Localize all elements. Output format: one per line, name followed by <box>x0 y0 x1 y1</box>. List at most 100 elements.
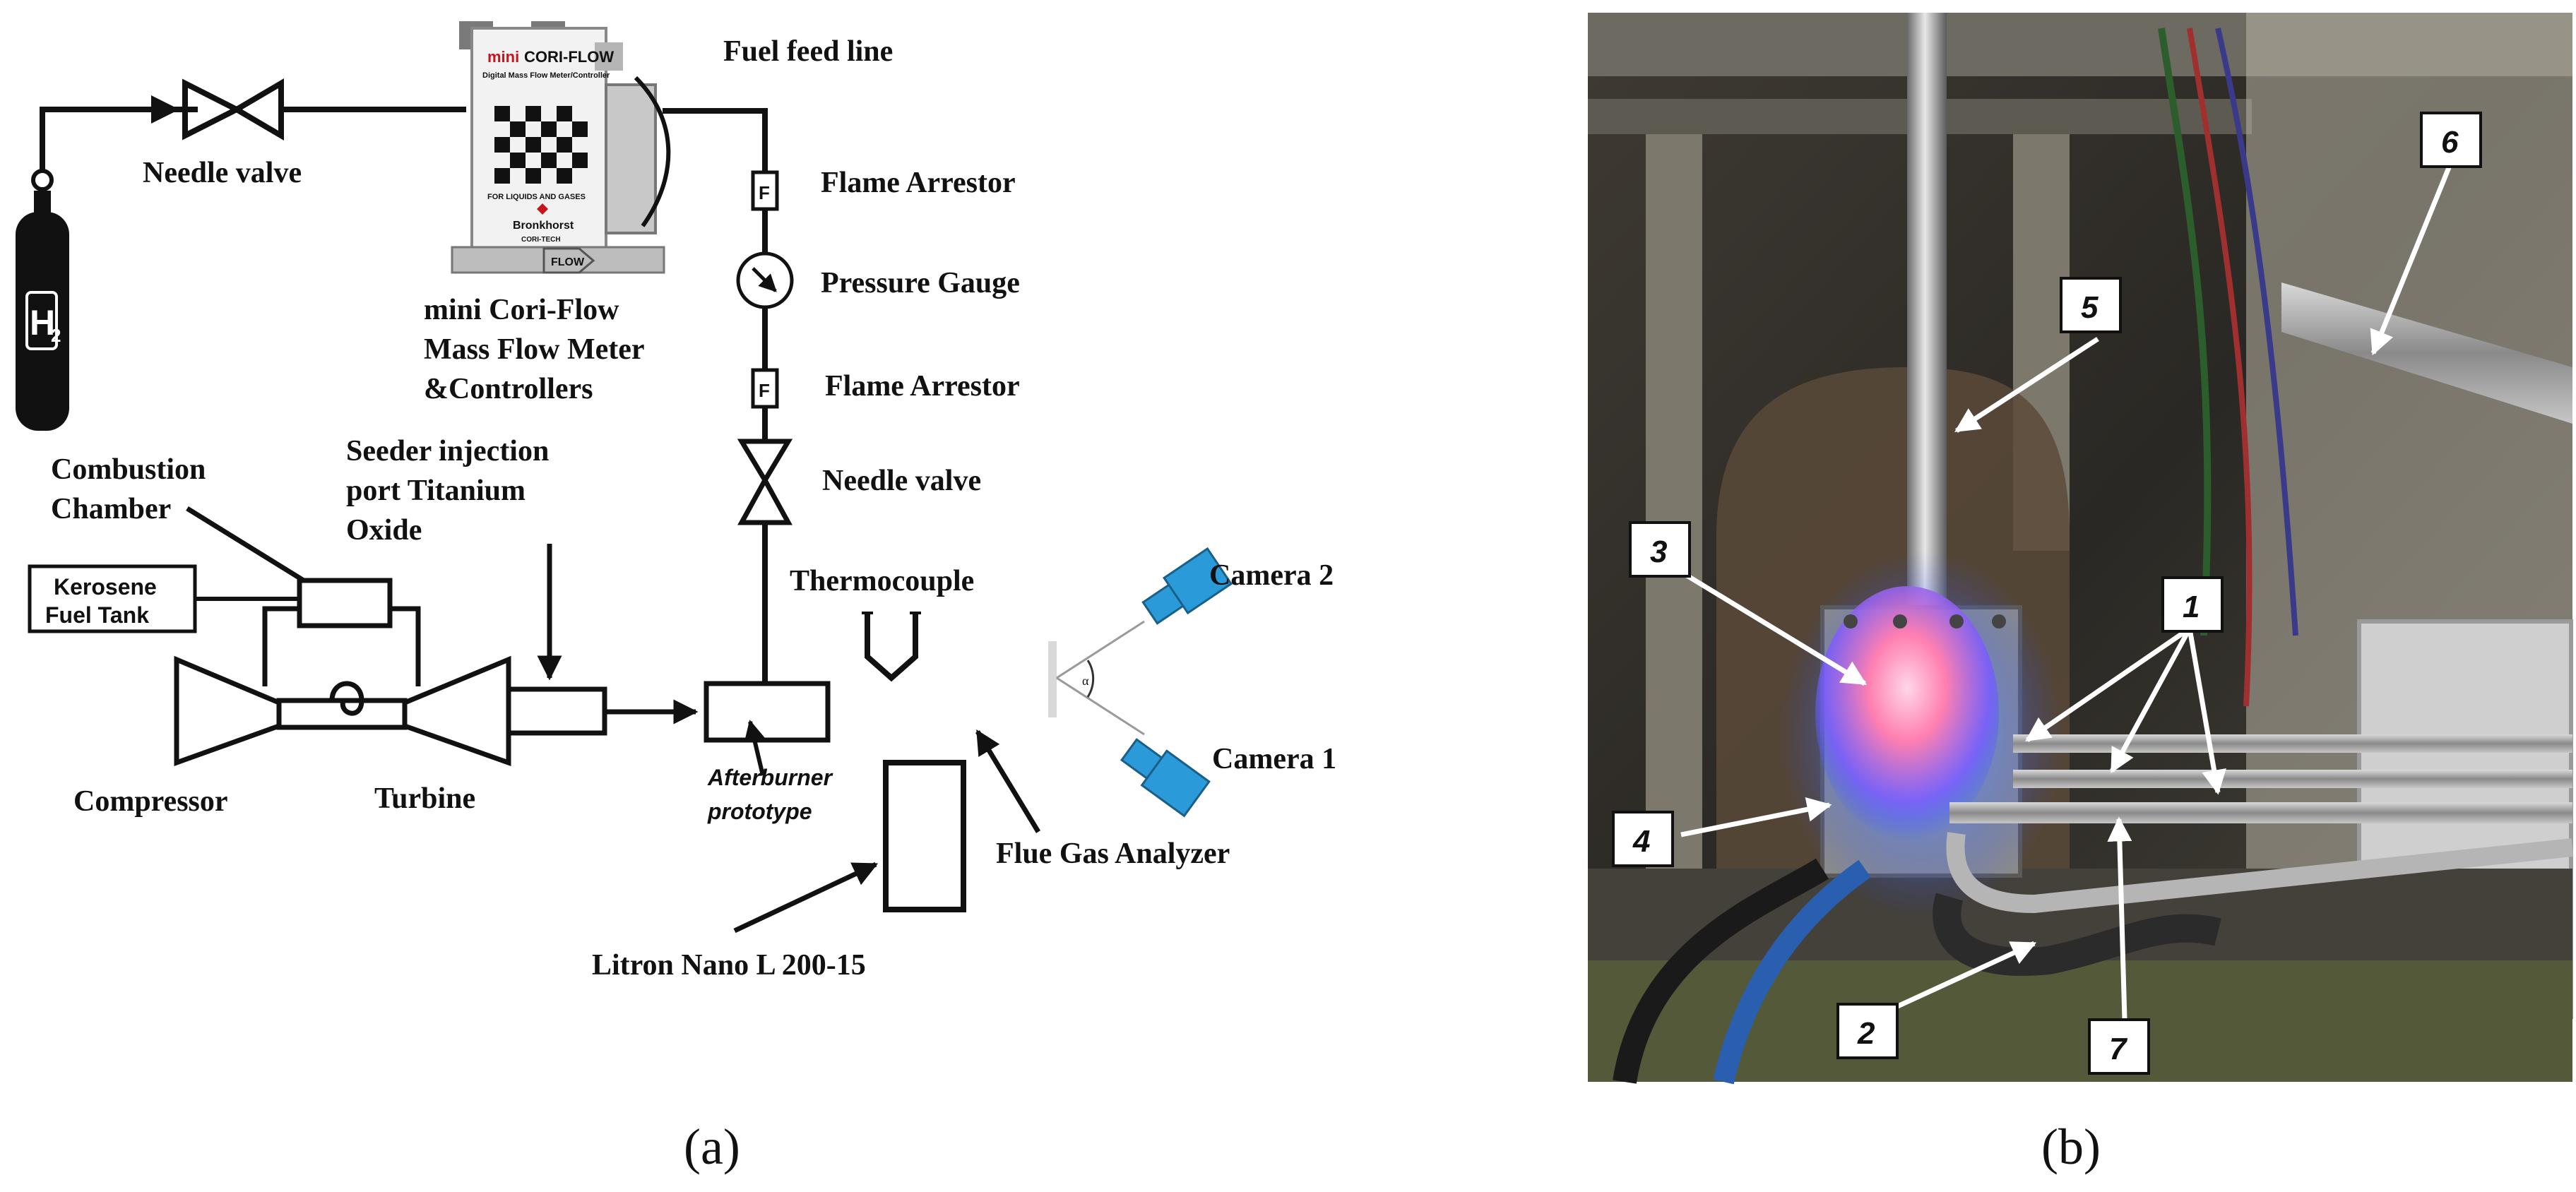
h2-cylinder: H 2 <box>16 169 69 431</box>
device-cori-tech: CORI-TECH <box>521 236 561 244</box>
meter-label-line3: &Controllers <box>424 373 593 405</box>
afterburner-label-line2: prototype <box>707 799 812 824</box>
kerosene-label-line1: Kerosene <box>54 574 157 600</box>
callout-2-label: 2 <box>1857 1016 1875 1051</box>
callout-box-6: 6 <box>2420 112 2482 168</box>
photo-bolt-4 <box>1992 614 2006 628</box>
meter-label-line1: mini Cori-Flow <box>424 294 619 326</box>
flame-arrestor-2-label: Flame Arrestor <box>825 370 1020 403</box>
photo-blue-hose <box>1713 859 1871 1085</box>
turbine <box>402 655 511 766</box>
flame-arrestor-1: F <box>751 170 779 211</box>
camera-1-label: Camera 1 <box>1212 743 1336 775</box>
callout-1-arrow-a <box>2025 626 2191 742</box>
panel-b-caption: (b) <box>2041 1119 2101 1175</box>
photo-bolt-1 <box>1844 614 1858 628</box>
fuel-feed-line <box>663 108 768 657</box>
photo-probe-1 <box>2013 734 2572 753</box>
callout-2-arrow <box>1892 941 2037 1011</box>
needle-valve-top <box>182 78 284 141</box>
afterburner-label-line1: Afterburner <box>707 765 833 790</box>
callout-4-arrow <box>1680 797 1832 838</box>
callout-7-label: 7 <box>2109 1032 2128 1066</box>
photo-diagonal-pipe <box>2281 282 2572 424</box>
photo-curved-pipe <box>1946 832 2574 914</box>
device-subtitle: Digital Mass Flow Meter/Controller <box>482 71 610 80</box>
flue-gas-arrow <box>975 729 1040 833</box>
chamber-to-turbine <box>390 606 421 686</box>
callout-box-7: 7 <box>2088 1018 2150 1075</box>
callout-7-arrow <box>2107 816 2132 1020</box>
kerosene-tank <box>28 564 197 633</box>
needle-valve-2-label: Needle valve <box>822 465 981 497</box>
device-brand-name: CORI-FLOW <box>524 48 614 66</box>
afterburner-arrow <box>744 720 765 776</box>
litron-arrow <box>733 862 879 934</box>
photo-probe-3 <box>1949 802 2572 823</box>
shaft-coupling <box>329 681 364 716</box>
device-checker-pattern <box>494 106 588 184</box>
callout-1-label: 1 <box>2183 590 2200 624</box>
panel-b-photo: 1 2 3 4 5 6 7 (b) <box>1588 13 2574 1175</box>
compressor-label: Compressor <box>73 785 228 818</box>
callout-5-arrow <box>1954 337 2099 433</box>
camera-angle-mark: α <box>1082 674 1089 688</box>
arrestor-1-mark: F <box>759 182 770 203</box>
combustion-label-line2: Chamber <box>51 493 171 525</box>
h2-symbol: H <box>30 303 55 342</box>
callout-5-label: 5 <box>2081 290 2099 325</box>
callout-box-2: 2 <box>1836 1003 1899 1059</box>
chamber-to-compressor <box>262 606 299 686</box>
photo-thermocouple-lead <box>1933 893 2221 976</box>
callout-box-4: 4 <box>1612 811 1674 867</box>
photo-wire-1 <box>2158 28 2212 636</box>
photo-black-hose <box>1613 858 1829 1084</box>
camera-2 <box>1141 547 1233 625</box>
litron-label: Litron Nano L 200-15 <box>592 949 866 982</box>
callout-3-label: 3 <box>1650 535 1667 569</box>
pressure-gauge <box>736 251 794 309</box>
photo-flame <box>1815 586 1999 840</box>
meter-label-line2: Mass Flow Meter <box>424 333 645 366</box>
combustion-chamber <box>297 578 393 628</box>
device-brand-mini: mini <box>487 48 519 66</box>
flue-gas-label: Flue Gas Analyzer <box>996 838 1230 870</box>
device-flow-text: FLOW <box>551 256 585 268</box>
panel-a-schematic: H 2 Needle valve mini CORI-FLOW Digital … <box>16 21 1336 1175</box>
camera-rig: α <box>1048 620 1145 736</box>
turbine-label: Turbine <box>374 782 475 815</box>
litron-laser <box>883 760 966 912</box>
h2-subscript: 2 <box>51 325 61 346</box>
callout-6-label: 6 <box>2441 125 2459 160</box>
kerosene-label-line2: Fuel Tank <box>45 602 149 628</box>
combustion-label-line1: Combustion <box>51 453 206 486</box>
pressure-gauge-label: Pressure Gauge <box>821 267 1020 299</box>
photo-left-post <box>1646 113 1702 876</box>
photo-wire-2 <box>2187 28 2252 707</box>
photo-wire-3 <box>2215 28 2298 636</box>
seeder-port <box>506 686 607 736</box>
arrestor-2-mark: F <box>759 380 770 401</box>
callout-4-label: 4 <box>1632 824 1650 859</box>
seeder-label-line2: port Titanium <box>346 475 526 507</box>
callout-box-3: 3 <box>1629 521 1691 578</box>
photo-bolt-2 <box>1893 614 1907 628</box>
afterburner-prototype <box>704 681 831 743</box>
fuel-feed-line-label: Fuel feed line <box>723 35 893 68</box>
flame-arrestor-1-label: Flame Arrestor <box>821 167 1016 199</box>
device-liquids-gases: FOR LIQUIDS AND GASES <box>487 193 586 201</box>
callout-1-arrow-c <box>2187 628 2226 795</box>
photo-vertical-pipe <box>1907 13 1947 627</box>
callout-6-arrow <box>2370 161 2454 356</box>
camera-1 <box>1120 738 1211 818</box>
panel-a-caption: (a) <box>684 1119 740 1175</box>
photo-bolt-3 <box>1949 614 1964 628</box>
seeder-label-line3: Oxide <box>346 514 422 547</box>
seeder-label-line1: Seeder injection <box>346 435 549 467</box>
needle-valve-2 <box>737 439 793 525</box>
callout-box-1: 1 <box>2161 576 2224 633</box>
flame-arrestor-2: F <box>751 368 779 409</box>
thermocouple-probe <box>865 613 918 682</box>
device-bronkhorst: Bronkhorst <box>513 220 574 232</box>
